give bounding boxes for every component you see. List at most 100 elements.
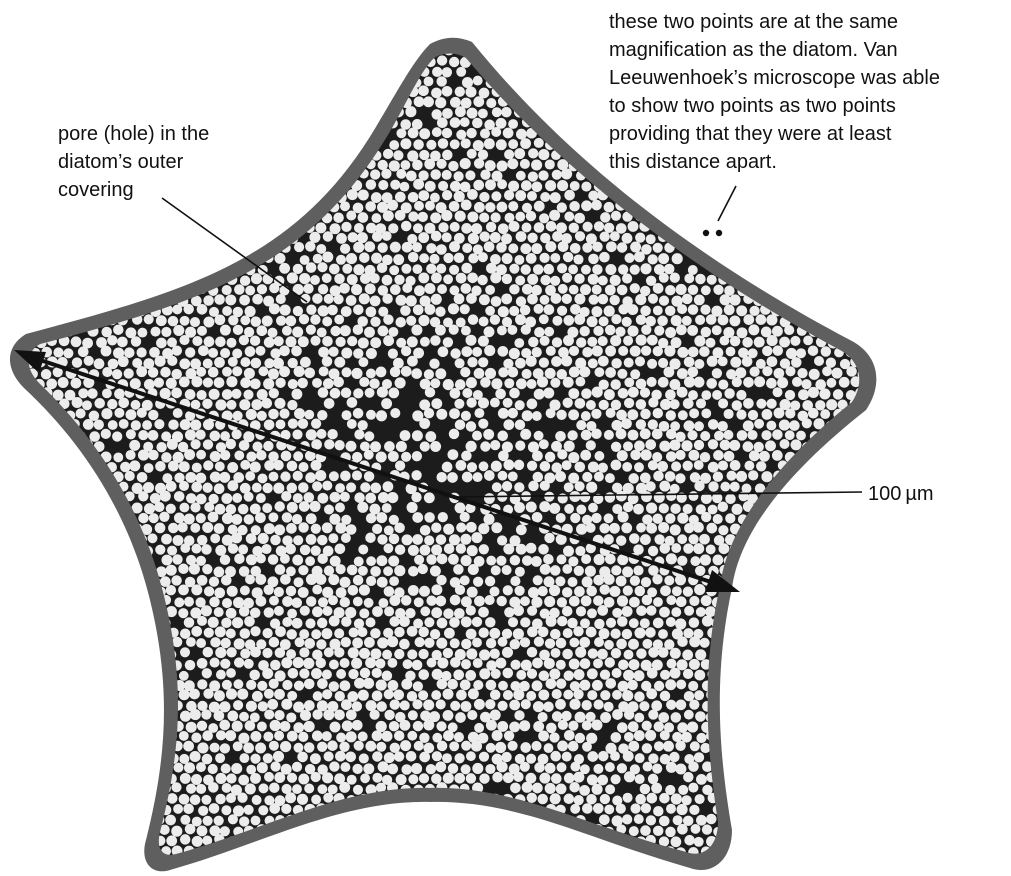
pore	[461, 741, 471, 751]
pore	[737, 242, 748, 253]
pore	[222, 367, 232, 377]
pore	[334, 357, 345, 368]
pore	[245, 720, 256, 731]
pore	[546, 77, 556, 87]
pore	[798, 265, 809, 276]
pore	[414, 597, 424, 607]
pore	[138, 450, 149, 461]
pore	[533, 701, 544, 712]
pore	[357, 232, 368, 243]
pore	[538, 170, 548, 180]
pore	[63, 348, 73, 358]
pore	[809, 574, 819, 584]
pore	[539, 671, 550, 682]
pore	[221, 575, 232, 586]
pore	[736, 660, 746, 670]
pore	[552, 337, 562, 347]
pore	[78, 346, 89, 357]
pore	[305, 180, 315, 190]
pore	[402, 242, 413, 253]
pore	[76, 721, 86, 731]
pore	[767, 772, 778, 783]
pore	[617, 763, 627, 773]
pore	[564, 482, 574, 492]
pore	[198, 345, 209, 356]
pore	[473, 577, 483, 587]
pore	[826, 584, 837, 595]
pore	[431, 584, 442, 595]
pore	[874, 231, 885, 242]
pore	[449, 408, 460, 419]
pore	[383, 45, 393, 55]
pore	[100, 553, 111, 564]
pore	[730, 689, 741, 700]
pore	[743, 377, 754, 388]
pore	[472, 638, 482, 648]
pore	[304, 783, 314, 793]
pore	[617, 722, 628, 733]
pore	[11, 253, 21, 263]
pore	[142, 731, 152, 741]
pore	[678, 785, 688, 795]
pore	[450, 139, 460, 149]
pore	[718, 315, 729, 326]
pore	[851, 295, 862, 306]
pore	[582, 137, 592, 147]
pore	[461, 555, 472, 566]
pore	[221, 618, 231, 628]
pore	[534, 431, 544, 441]
pore	[748, 721, 759, 732]
pore	[11, 648, 22, 659]
pore	[814, 482, 824, 492]
pore	[383, 335, 394, 346]
pore	[240, 275, 250, 285]
pore	[543, 701, 554, 712]
pore	[311, 524, 321, 534]
pore	[520, 57, 530, 67]
pore	[58, 441, 69, 452]
pore	[669, 440, 680, 451]
pore	[335, 503, 345, 513]
pore	[126, 764, 137, 775]
pore	[16, 139, 26, 149]
pore	[17, 159, 27, 169]
pore	[257, 77, 267, 87]
pore	[605, 325, 615, 335]
pore	[436, 409, 447, 420]
pore	[724, 388, 734, 398]
pore	[654, 492, 665, 503]
pore	[11, 86, 21, 96]
pore	[407, 356, 418, 367]
pore	[838, 150, 849, 161]
pore	[131, 211, 142, 222]
pore	[729, 605, 740, 616]
pore	[346, 731, 357, 742]
pore	[251, 190, 261, 200]
pore	[838, 272, 848, 282]
pore	[876, 400, 887, 411]
pore	[538, 149, 549, 160]
pore	[532, 451, 543, 462]
pore	[831, 470, 841, 480]
pore	[449, 741, 459, 751]
pore	[544, 304, 555, 315]
pore	[491, 191, 501, 201]
pore	[102, 263, 112, 273]
pore	[772, 429, 782, 439]
pore	[334, 274, 345, 285]
pore	[372, 524, 382, 534]
pore	[41, 369, 52, 380]
pore	[204, 502, 214, 512]
pore	[808, 555, 818, 565]
pore	[435, 596, 446, 607]
pore	[137, 97, 148, 108]
pore	[252, 148, 262, 158]
pore	[867, 472, 877, 482]
pore	[100, 721, 111, 732]
pore	[508, 139, 518, 149]
pore	[220, 743, 230, 753]
pore	[215, 337, 226, 348]
pore	[346, 441, 357, 452]
pore	[72, 106, 83, 117]
pore	[484, 35, 494, 45]
